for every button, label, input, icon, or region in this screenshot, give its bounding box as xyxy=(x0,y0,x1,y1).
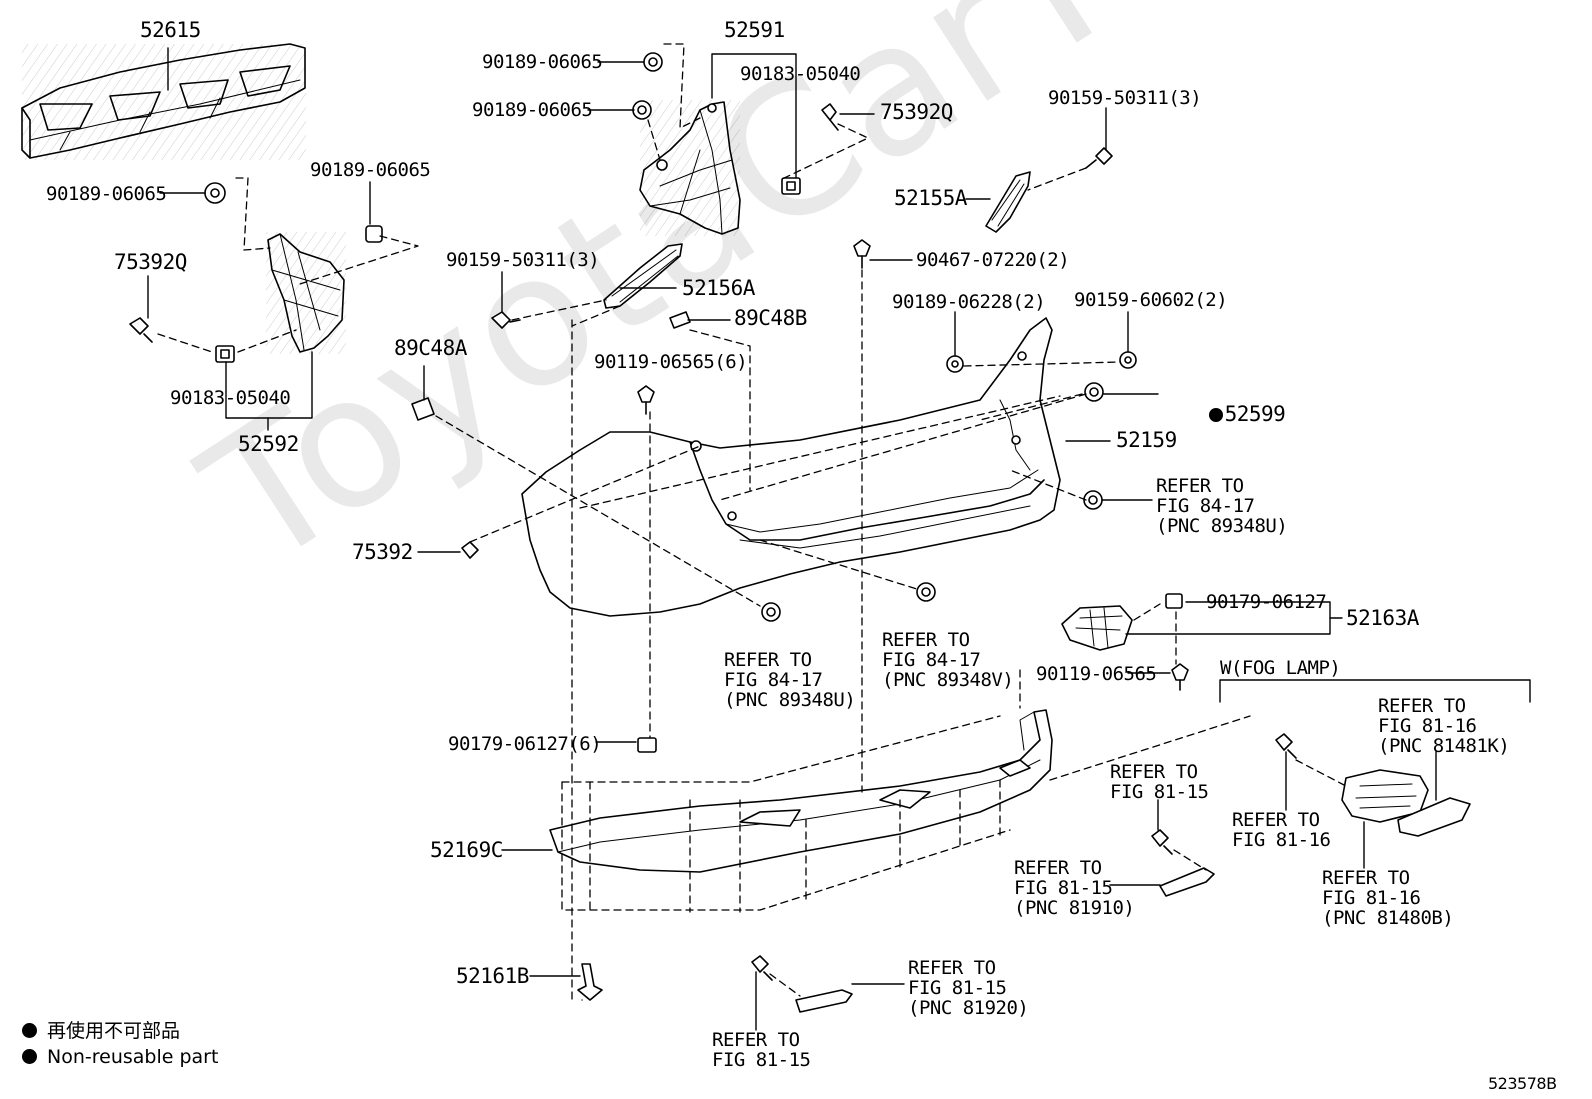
label-refer-81-15-81920: REFER TO FIG 81-15 (PNC 81920) xyxy=(908,957,1029,1019)
label-refer-81-15-a: REFER TO FIG 81-15 xyxy=(1110,761,1209,803)
label-52156A: 52156A xyxy=(682,276,755,300)
label-refer-84-17-89348U: REFER TO FIG 84-17 (PNC 89348U) xyxy=(724,649,856,711)
label-90467-07220: 90467-07220(2) xyxy=(916,249,1070,271)
label-refer-81-16-81480B: REFER TO FIG 81-16 (PNC 81480B) xyxy=(1322,867,1454,929)
label-90189-06065-d: 90189-06065 xyxy=(310,159,431,181)
label-90159-50311-right: 90159-50311(3) xyxy=(1048,87,1202,109)
bumper-bracket-52155A xyxy=(985,171,1031,233)
label-90159-50311-left: 90159-50311(3) xyxy=(446,249,600,271)
label-52592: 52592 xyxy=(238,432,299,456)
label-refer-84-17-89348V: REFER TO FIG 84-17 (PNC 89348V) xyxy=(882,629,1014,691)
non-reusable-dot xyxy=(22,1049,37,1064)
legend-japanese: 再使用不可部品 xyxy=(22,1020,180,1042)
label-52159: 52159 xyxy=(1116,428,1177,452)
assembly-dashed-lines xyxy=(157,43,1347,1001)
label-90183-05040-left: 90183-05040 xyxy=(170,387,291,409)
label-90179-06127-right: 90179-06127 xyxy=(1206,591,1327,613)
label-90189-06065-a: 90189-06065 xyxy=(482,51,603,73)
label-refer-81-16-a: REFER TO FIG 81-16 xyxy=(1232,809,1331,851)
reflector-81910 xyxy=(1159,867,1215,897)
legend-english: Non-reusable part xyxy=(22,1046,218,1068)
label-75392: 75392 xyxy=(352,540,413,564)
label-52155A: 52155A xyxy=(894,186,967,210)
label-75392Q-top: 75392Q xyxy=(880,100,953,124)
fog-lamp-assembly xyxy=(1341,769,1471,837)
label-89C48A: 89C48A xyxy=(394,336,467,360)
label-refer-81-16-81481K: REFER TO FIG 81-16 (PNC 81481K) xyxy=(1378,695,1510,757)
rear-bumper-reinforcement-52615 xyxy=(21,43,306,160)
label-90119-06565-right: 90119-06565 xyxy=(1036,663,1157,685)
label-refer-81-15-81910: REFER TO FIG 81-15 (PNC 81910) xyxy=(1014,857,1135,919)
bumper-side-retainer-52592 xyxy=(266,232,346,354)
non-reusable-dot xyxy=(22,1023,37,1038)
label-75392Q-left: 75392Q xyxy=(114,250,187,274)
fasteners xyxy=(129,52,1297,1001)
label-90189-06065-c: 90189-06065 xyxy=(46,183,167,205)
figure-id: 523578B xyxy=(1488,1074,1557,1093)
label-90179-06127-6: 90179-06127(6) xyxy=(448,733,602,755)
label-52169C: 52169C xyxy=(430,838,503,862)
label-90119-06565-6: 90119-06565(6) xyxy=(594,351,748,373)
label-refer-84-17-right: REFER TO FIG 84-17 (PNC 89348U) xyxy=(1156,475,1288,537)
label-52163A: 52163A xyxy=(1346,606,1419,630)
label-52161B: 52161B xyxy=(456,964,529,988)
non-reusable-marker xyxy=(1208,408,1223,422)
label-90189-06065-b: 90189-06065 xyxy=(472,99,593,121)
legend-japanese-text: 再使用不可部品 xyxy=(47,1020,181,1042)
label-52599: 52599 xyxy=(1160,384,1286,444)
bracket-52163A xyxy=(1061,605,1133,651)
label-fog-lamp-group: W(FOG LAMP) xyxy=(1220,657,1341,679)
label-90159-60602: 90159-60602(2) xyxy=(1074,289,1228,311)
reflector-81920 xyxy=(795,989,853,1013)
rear-bumper-cover-52159 xyxy=(521,317,1061,617)
label-refer-81-15-b: REFER TO FIG 81-15 xyxy=(712,1029,811,1071)
label-52591: 52591 xyxy=(724,18,785,42)
label-90189-06228: 90189-06228(2) xyxy=(892,291,1046,313)
legend-english-text: Non-reusable part xyxy=(47,1046,219,1068)
label-52615: 52615 xyxy=(140,18,201,42)
label-89C48B: 89C48B xyxy=(734,306,807,330)
leader-lines xyxy=(147,47,1531,1031)
label-90183-05040-top: 90183-05040 xyxy=(740,63,861,85)
